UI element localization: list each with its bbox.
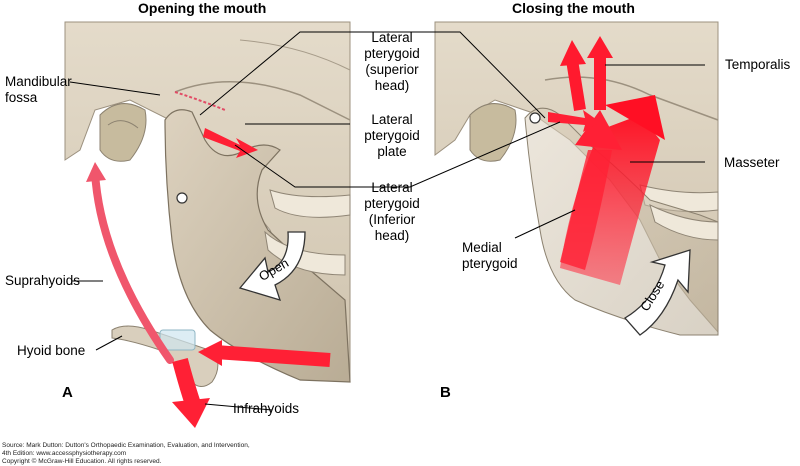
panel-b-letter: B [440,384,451,401]
panel-a-ear-bone [99,103,147,162]
panel-b-lateral-pterygoid [548,110,600,132]
superior-head-dashed [174,91,226,111]
label-medial-pterygoid: Medial pterygoid [462,240,518,271]
suprahyoids-arrow [86,162,174,364]
upper-teeth [269,189,351,218]
label-mandibular-fossa: Mandibular fossa [5,74,72,105]
label-suprahyoids: Suprahyoids [5,273,81,288]
mylohyoid-arrow [198,340,331,367]
condyle-marker [529,112,541,124]
label-temporalis: Temporalis [725,57,791,72]
lateral-pterygoid-inferior-arrow [203,128,258,158]
label-lateral-pterygoid-superior: Lateral pterygoid (superior head) [364,30,420,93]
label-hyoid-bone: Hyoid bone [17,343,86,358]
panel-a-letter: A [62,384,73,401]
label-lateral-pterygoid-plate: Lateral pterygoid plate [364,112,420,159]
leader-lines [69,31,705,411]
open-arrow [238,231,306,301]
panel-b-ear-bone [469,103,517,162]
label-lateral-pterygoid-inferior: Lateral pterygoid (Inferior head) [364,180,420,243]
source-line: Source: Mark Dutton: Dutton's Orthopaedi… [2,442,250,449]
copyright-line: Copyright © McGraw-Hill Education. All r… [2,458,162,465]
label-infrahyoids: Infrahyoids [233,401,300,416]
edition-line: 4th Edition: www.accessphysiotherapy.com [2,450,127,457]
medial-pterygoid-muscle [560,110,622,270]
infrahyoids-arrow [172,357,210,428]
close-arrow [623,249,691,336]
panel-b-title: Closing the mouth [512,0,635,16]
label-masseter: Masseter [724,155,780,170]
temporalis-muscle [560,36,613,111]
mandibular-foramen-marker [176,192,188,204]
panel-a-title: Opening the mouth [138,0,267,16]
